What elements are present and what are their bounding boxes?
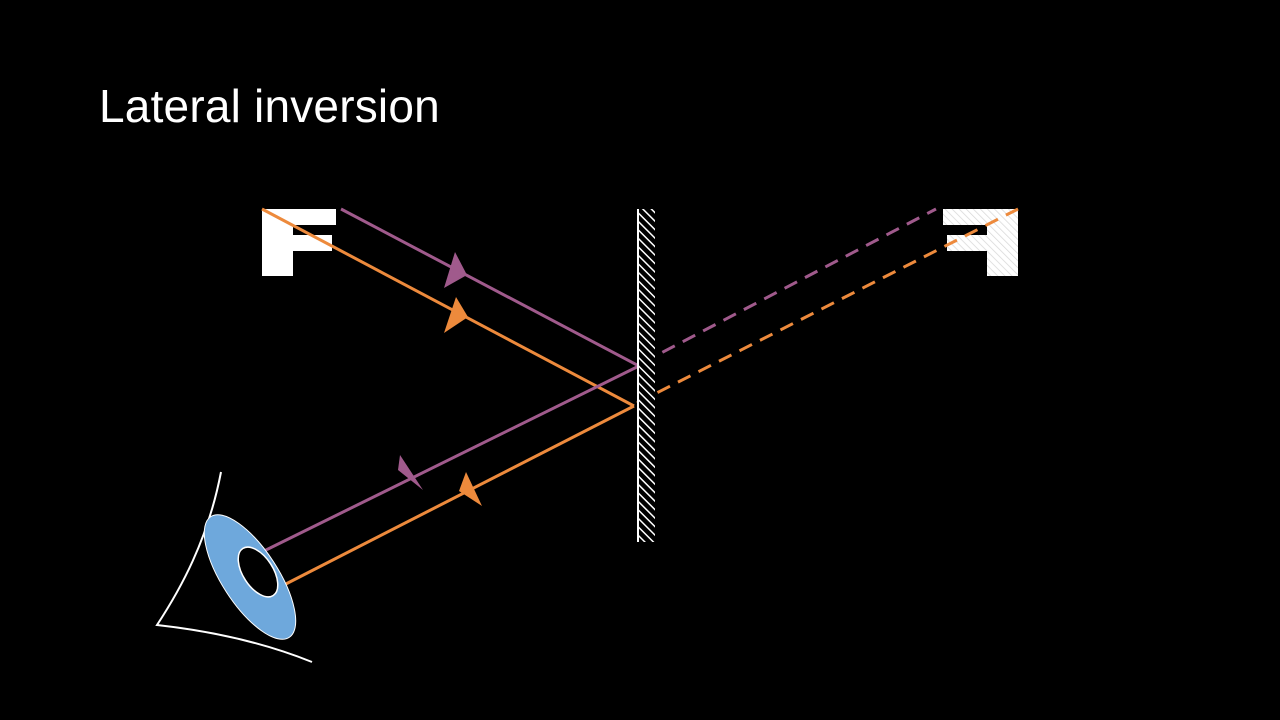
virtual-rays (636, 207, 1019, 405)
upper-ray-reflected (263, 364, 640, 553)
lower-incident-arrow (444, 297, 468, 333)
ray-arrowheads (398, 252, 482, 506)
lower-ray-reflected (277, 404, 635, 590)
upper-ray-incident (340, 207, 640, 368)
upper-ray-virtual (641, 207, 937, 365)
lower-ray-incident (261, 207, 635, 408)
slide-title: Lateral inversion (99, 80, 440, 132)
mirror-icon (637, 209, 655, 542)
pupil (237, 546, 279, 598)
lower-ray-virtual (636, 207, 1019, 405)
eye-icon (155, 471, 313, 663)
upper-reflected-arrow (398, 455, 423, 490)
lower-reflected-arrow (459, 472, 482, 506)
upper-incident-arrow (444, 252, 467, 288)
reflected-rays (263, 364, 640, 590)
incident-rays (261, 207, 640, 408)
letter-f-image (943, 209, 1018, 276)
letter-f-object (262, 209, 336, 276)
